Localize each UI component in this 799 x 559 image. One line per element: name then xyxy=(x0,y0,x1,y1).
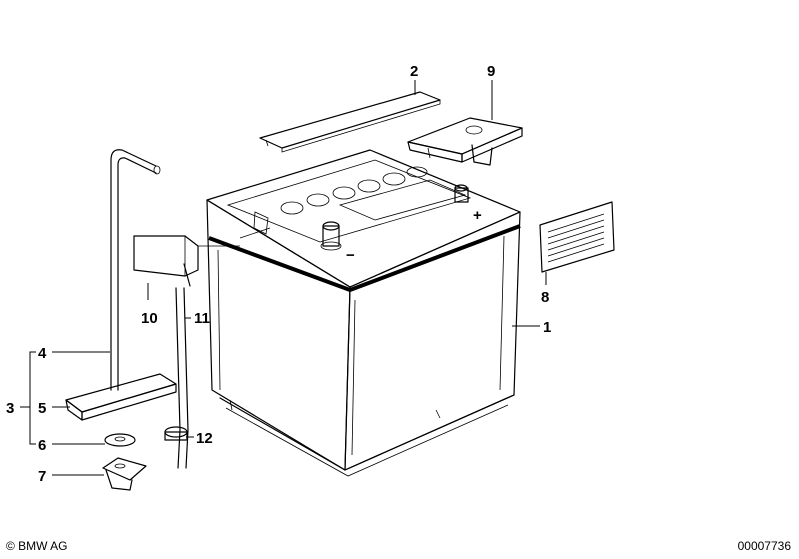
diagram-number: 00007736 xyxy=(737,539,791,553)
plus-mark: + xyxy=(473,207,482,224)
callout-7: 7 xyxy=(38,468,46,485)
hold-down-clamp xyxy=(65,373,177,421)
grommet xyxy=(164,426,188,441)
washer xyxy=(104,433,136,447)
callout-6: 6 xyxy=(38,437,46,454)
callout-12: 12 xyxy=(196,430,213,447)
negative-terminal xyxy=(320,221,342,251)
callout-5: 5 xyxy=(38,400,46,417)
terminal-cover-strip xyxy=(259,91,441,153)
minus-mark: − xyxy=(346,247,355,264)
callout-4: 4 xyxy=(38,345,47,362)
copyright-text: © BMW AG xyxy=(6,539,68,553)
positive-terminal xyxy=(454,184,469,203)
battery: − + xyxy=(206,149,521,477)
clip-nut xyxy=(102,457,147,491)
callout-10: 10 xyxy=(141,310,158,327)
callout-2: 2 xyxy=(410,63,418,80)
callout-3: 3 xyxy=(6,400,14,417)
callout-1: 1 xyxy=(543,319,551,336)
hold-down-rod xyxy=(110,149,161,391)
leader-lines xyxy=(20,80,547,476)
callout-9: 9 xyxy=(487,63,495,80)
warning-label xyxy=(539,201,615,273)
vent-hose xyxy=(175,287,189,469)
callout-8: 8 xyxy=(541,289,549,306)
callout-11: 11 xyxy=(194,310,210,327)
vent-caps xyxy=(280,166,428,215)
vent-plug xyxy=(133,227,271,287)
callout-labels: 1 2 3 4 5 6 7 8 9 10 11 12 xyxy=(6,63,551,485)
positive-terminal-cover xyxy=(407,117,523,166)
